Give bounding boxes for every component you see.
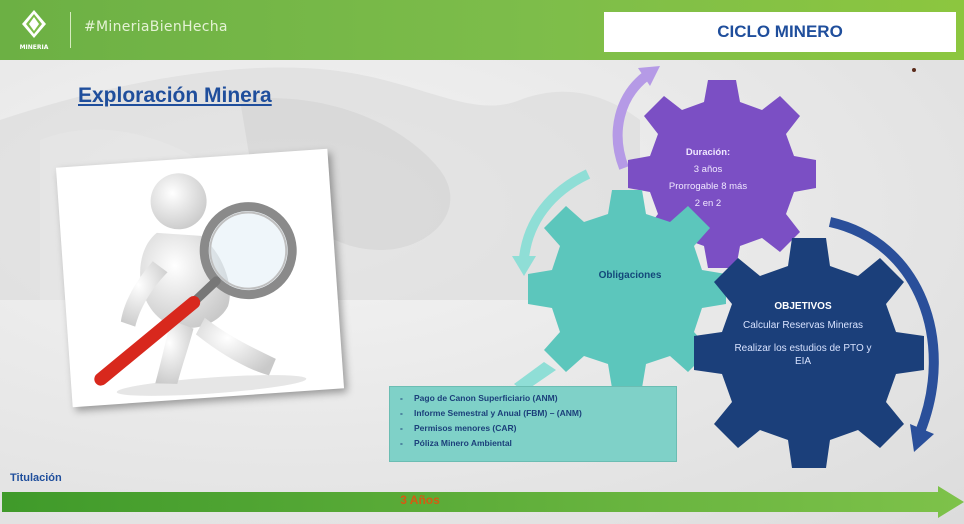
hashtag: #MineriaBienHecha [84,19,228,35]
duration-title: Duración: [685,147,731,158]
timeline-arrow [2,486,964,518]
obligations-list: Pago de Canon Superficiario (ANM) Inform… [390,387,676,451]
objectives-gear-text: OBJETIVOS Calcular Reservas Mineras Real… [728,300,878,368]
objective-item: Realizar los estudios de PTO y EIA [734,343,872,367]
duration-gear-text: Duración: 3 años Prorrogable 8 más 2 en … [638,144,778,212]
list-item: Informe Semestral y Anual (FBM) – (ANM) [400,406,676,421]
objectives-gear [694,238,924,468]
obligations-list-box: Pago de Canon Superficiario (ANM) Inform… [389,386,677,462]
decorative-dot [912,68,916,72]
list-item: Póliza Minero Ambiental [400,436,676,451]
magnifier-figure-icon [94,173,307,396]
timeline-label: Titulación [10,472,62,484]
objective-item: Calcular Reservas Mineras [742,320,864,331]
timeline-duration: 3 Años [400,493,440,507]
logo-text: MINERIA [19,44,49,51]
duration-line: Prorrogable 8 más [668,181,748,192]
diamond-logo-icon [22,10,46,38]
cycle-arrow-icon [612,72,650,170]
objectives-title: OBJETIVOS [774,301,832,312]
ministry-logo: MINERIA [6,6,62,54]
page-title: CICLO MINERO [717,22,843,41]
duration-line: 3 años [693,164,723,175]
obligations-gear [528,190,726,388]
list-item: Permisos menores (CAR) [400,421,676,436]
duration-line: 2 en 2 [694,198,722,209]
magnifier-figure-image [55,148,345,408]
header-divider [70,12,71,48]
header-title-box: CICLO MINERO [604,12,956,52]
section-title: Exploración Minera [78,84,272,107]
list-item: Pago de Canon Superficiario (ANM) [400,391,676,406]
mining-cycle-gears [512,66,939,468]
header-bar: MINERIA #MineriaBienHecha CICLO MINERO [0,0,964,60]
obligations-gear-label: Obligaciones [598,270,662,281]
